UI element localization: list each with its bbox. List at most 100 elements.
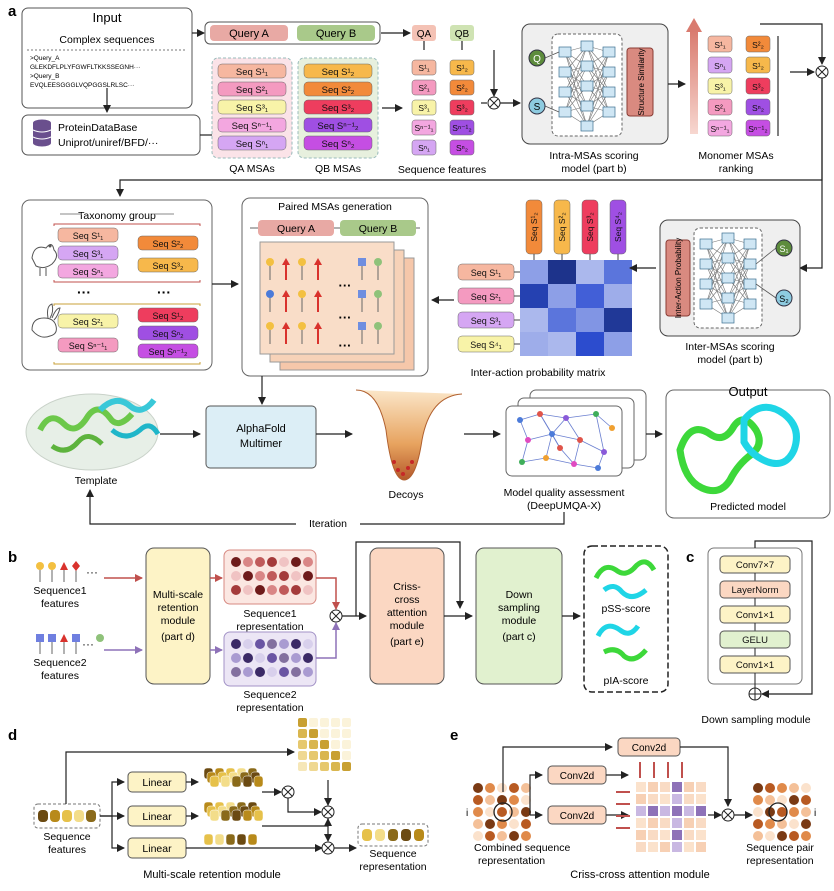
e-mid-cell bbox=[636, 818, 646, 828]
arrow-e-top bbox=[502, 743, 613, 792]
ranked-s2-2 bbox=[745, 56, 771, 74]
q-node bbox=[528, 49, 546, 67]
qb-msa-row-label-4: Seq Sⁿ⁻¹₂ bbox=[317, 121, 359, 132]
d-stack-token bbox=[231, 809, 242, 822]
inter-neuron bbox=[721, 272, 735, 284]
qa-msa-row-1 bbox=[217, 63, 287, 79]
e-mid-cell bbox=[660, 818, 670, 828]
mqa-graph-card bbox=[505, 405, 623, 477]
e-mid-cell bbox=[684, 818, 694, 828]
inter-neuron bbox=[743, 238, 757, 250]
rep2-cell bbox=[231, 653, 241, 663]
taxo-g2-left-label-1: Seq S²₁ bbox=[73, 317, 104, 327]
structure-similarity-block bbox=[626, 47, 654, 117]
arrow-qb-otimes bbox=[423, 41, 494, 96]
qb-msa-row-4 bbox=[303, 117, 373, 133]
d-grid-cell bbox=[298, 729, 307, 738]
intra-neuron bbox=[558, 46, 572, 58]
e-combined-line2: representation bbox=[478, 855, 545, 867]
paired-feature-glyphs bbox=[266, 258, 382, 344]
arrow-d-top bbox=[65, 748, 295, 804]
d-retention-grid bbox=[298, 718, 351, 771]
e-pair-grid bbox=[753, 783, 811, 841]
e-mid-cell bbox=[660, 830, 670, 840]
qb-msas-label: QB MSAs bbox=[315, 163, 361, 175]
intra-edge bbox=[586, 51, 610, 107]
e-mid-cell bbox=[660, 842, 670, 852]
e-i-left: i bbox=[466, 808, 468, 819]
s1-node bbox=[775, 239, 793, 257]
taxo-g1-left-3 bbox=[57, 263, 119, 279]
mqa-node bbox=[577, 437, 583, 443]
paired-head-r bbox=[374, 258, 382, 266]
e-pair-line1: Sequence pair bbox=[746, 842, 814, 854]
ia-cell bbox=[548, 332, 576, 356]
d-grid-cell bbox=[309, 751, 318, 760]
rep1-cell bbox=[303, 571, 313, 581]
inter-neuron bbox=[743, 278, 757, 290]
c-layer-label-5: Conv1×1 bbox=[736, 660, 774, 671]
decoys-label: Decoys bbox=[388, 489, 423, 501]
multiscale-line2: retention bbox=[158, 602, 199, 614]
mqa-edge bbox=[521, 439, 529, 463]
qa-msa-row-label-4: Seq Sⁿ⁻¹₁ bbox=[232, 121, 273, 132]
iteration-label-bg bbox=[296, 516, 360, 530]
e-mid-cell bbox=[648, 842, 658, 852]
d-output-line2: representation bbox=[359, 861, 426, 873]
e-right-cell bbox=[777, 831, 787, 841]
ranked-s2-label-3: S³₂ bbox=[752, 82, 764, 92]
query-b-chip bbox=[297, 25, 375, 41]
d-token-stacks bbox=[203, 767, 264, 846]
feature-s2-label-4: Sⁿ⁻¹₂ bbox=[452, 123, 471, 133]
mqa-node bbox=[549, 431, 555, 437]
db-line2: Uniprot/uniref/BFD/··· bbox=[58, 137, 158, 149]
mqa-edge bbox=[545, 433, 553, 459]
arrow-to-taxonomy bbox=[116, 78, 823, 197]
mqa-node bbox=[537, 411, 543, 417]
seq1-features-line1: Sequence1 bbox=[33, 585, 86, 597]
d-stack-token bbox=[203, 833, 214, 846]
database-icon bbox=[32, 119, 52, 147]
mqa-node bbox=[519, 459, 525, 465]
inter-output-link-1 bbox=[755, 283, 777, 299]
mqa-edge bbox=[565, 417, 581, 441]
ia-col-label-4: Seq S⁴₂ bbox=[613, 212, 623, 242]
feature-s1-label-4: Sⁿ⁻¹₁ bbox=[415, 123, 434, 133]
arrow-skip-criss bbox=[355, 541, 464, 616]
feature-s2-3 bbox=[449, 99, 475, 116]
d-grid-cell bbox=[298, 751, 307, 760]
rep2-cell bbox=[303, 653, 313, 663]
rep1-cell bbox=[255, 571, 265, 581]
e-mid-cell bbox=[672, 830, 682, 840]
oplus-c-cross bbox=[749, 688, 761, 700]
ia-cell bbox=[604, 284, 632, 308]
ia-col-label-3: Seq S³₂ bbox=[585, 212, 595, 241]
e-mid-cell bbox=[684, 794, 694, 804]
e-mid-cell bbox=[648, 830, 658, 840]
rep1-cell bbox=[291, 571, 301, 581]
qa-text: QA bbox=[417, 29, 432, 40]
e-conv2d-bot-text: Conv2d bbox=[560, 811, 594, 822]
ranked-s2-5 bbox=[745, 119, 771, 137]
rep2-cell bbox=[255, 639, 265, 649]
paired-dots-3: ··· bbox=[339, 338, 352, 353]
criss-line2: cross bbox=[394, 594, 419, 606]
arrow-top-otimes bbox=[760, 23, 826, 65]
intra-edge bbox=[586, 51, 610, 127]
taxo-g1-right-2 bbox=[137, 257, 199, 273]
panel-b-label: b bbox=[8, 549, 17, 566]
taxo-g2-right-label-2: Seq Sⁿ₂ bbox=[152, 329, 184, 339]
rep1-line2: representation bbox=[236, 621, 303, 633]
e-conv2d-mid-text: Conv2d bbox=[560, 771, 594, 782]
qa-msa-row-2 bbox=[217, 81, 287, 97]
e-mid-cell bbox=[660, 794, 670, 804]
e-combined-grid bbox=[473, 783, 531, 841]
qb-msa-row-5 bbox=[303, 135, 373, 151]
paired-square bbox=[358, 322, 366, 330]
panel-c-label: c bbox=[686, 549, 694, 566]
taxo-g2-left-1 bbox=[57, 313, 119, 329]
qb-text: QB bbox=[455, 29, 470, 40]
